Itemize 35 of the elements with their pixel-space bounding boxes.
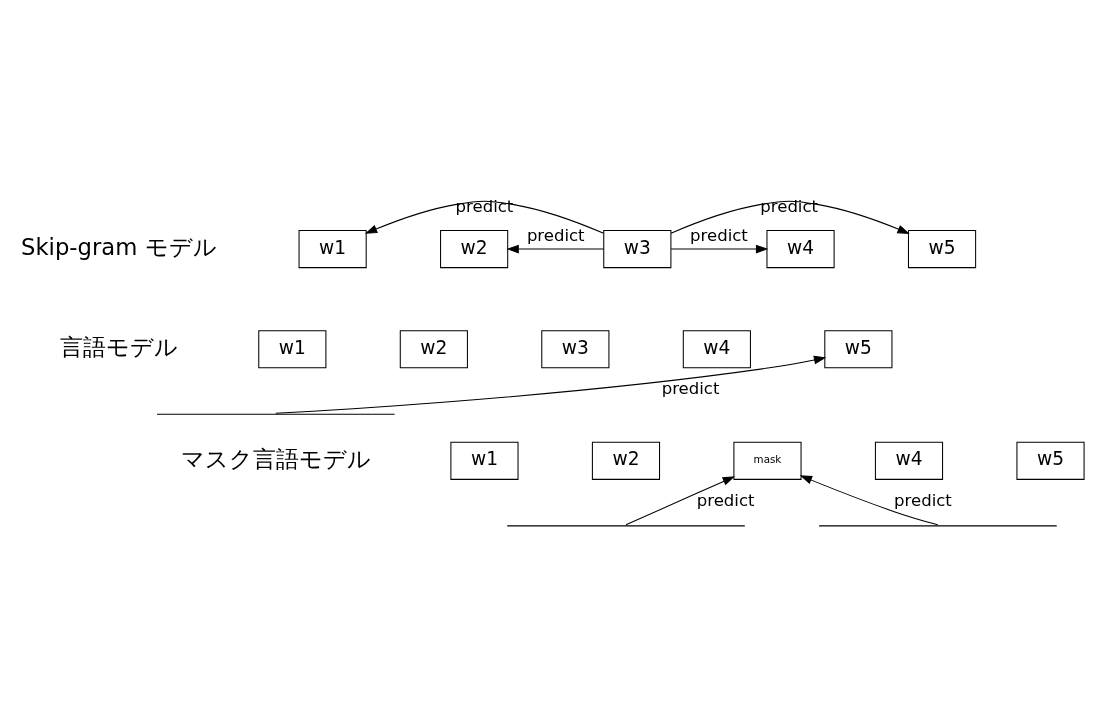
node-box: w5 (824, 330, 893, 369)
node-box: w1 (450, 441, 519, 480)
arrow (364, 200, 605, 234)
edge-label: predict (696, 491, 755, 511)
node-box: w2 (440, 229, 509, 269)
edge-label: predict (455, 196, 514, 216)
edge-label: predict (894, 491, 952, 511)
edge-label: predict (526, 225, 585, 245)
edge-label: predict (690, 225, 748, 245)
node-box: w3 (541, 330, 610, 369)
arrow (275, 355, 827, 414)
edge-label: predict (760, 196, 819, 216)
label: Skip-gram モデル (21, 233, 217, 260)
node-box: w2 (591, 441, 661, 480)
node-bar (506, 525, 746, 527)
node-box: w4 (766, 229, 835, 269)
node-box: w5 (907, 229, 977, 269)
node-box: w5 (1016, 441, 1085, 480)
node-box: mask (733, 441, 802, 480)
node-box: w1 (258, 330, 327, 369)
node-bar (818, 525, 1058, 527)
arrow (506, 244, 605, 254)
arrow (670, 244, 769, 254)
node-box: w4 (682, 330, 751, 369)
edge-label: predict (661, 379, 720, 399)
arrow (670, 200, 910, 234)
arrow (799, 475, 939, 526)
node-box: w1 (298, 229, 367, 269)
node-box: w4 (874, 441, 944, 480)
arrow (625, 476, 735, 526)
label: マスク言語モデル (180, 445, 371, 472)
node-bar (156, 413, 396, 415)
node-box: w2 (399, 330, 468, 369)
label: 言語モデル (59, 334, 178, 361)
node-box: w3 (603, 229, 672, 269)
